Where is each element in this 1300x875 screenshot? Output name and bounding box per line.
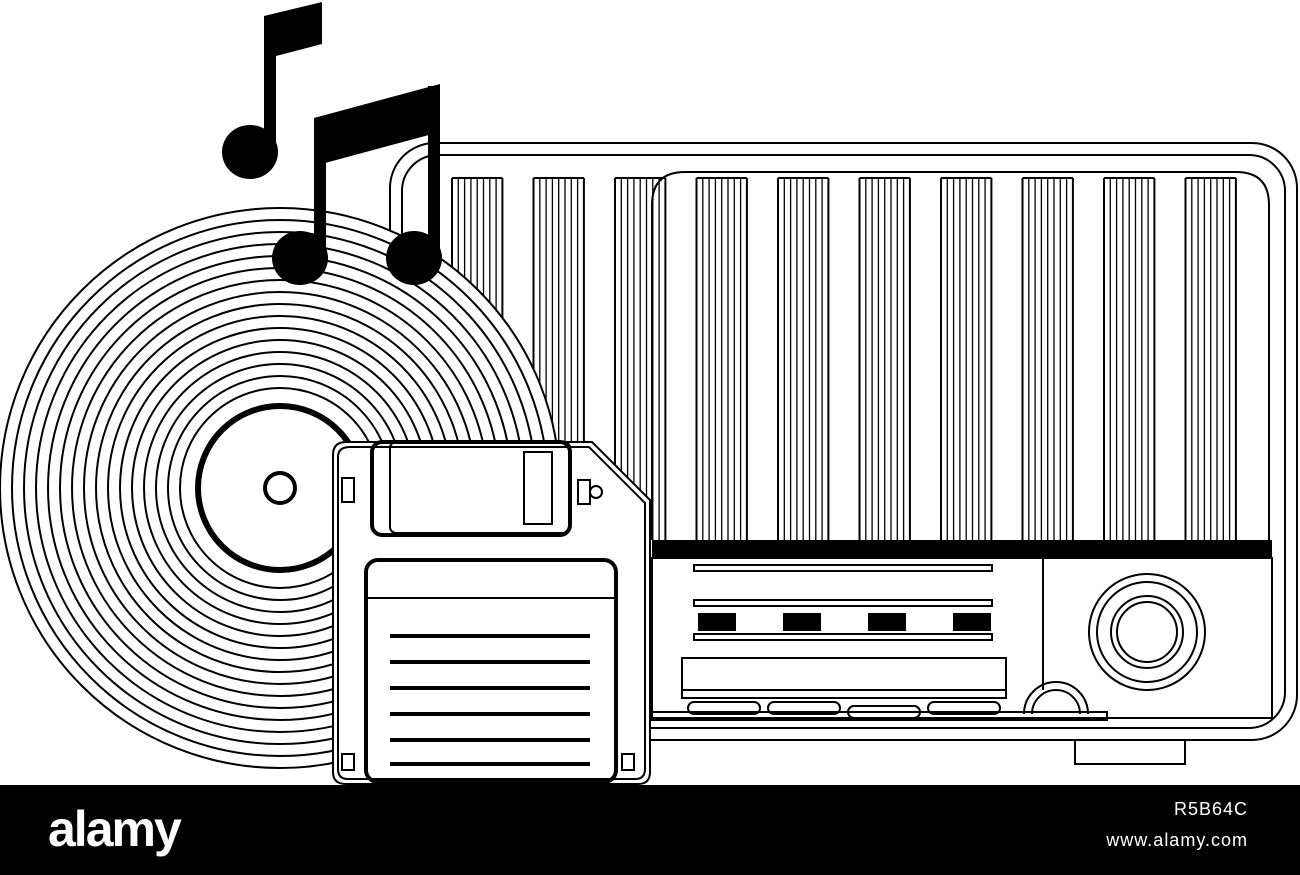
watermark-bar: alamy R5B64C www.alamy.com — [0, 785, 1300, 875]
floppy-corner-hole — [621, 753, 635, 771]
floppy-notch — [589, 485, 603, 499]
tuning-bar-1 — [693, 564, 993, 572]
radio-button — [687, 701, 761, 715]
record-spindle-hole — [263, 471, 297, 505]
tuning-bar-2 — [693, 599, 993, 607]
radio-button — [767, 701, 841, 715]
floppy-label — [364, 558, 618, 784]
floppy-inner-border — [337, 446, 646, 780]
preset-marker — [953, 613, 991, 631]
music-notes-icon — [222, 2, 442, 285]
preset-marker — [698, 613, 736, 631]
floppy-shutter-window — [523, 451, 553, 525]
floppy-corner-hole — [341, 753, 355, 771]
grill-column — [940, 177, 993, 540]
site-url: www.alamy.com — [1106, 830, 1248, 850]
control-panel — [651, 557, 1273, 719]
grill-column — [1184, 177, 1237, 540]
alamy-logo: alamy — [48, 801, 182, 857]
floppy-label-lines — [390, 634, 590, 766]
write-protect-tab — [341, 477, 355, 503]
preset-marker — [783, 613, 821, 631]
divider-band — [652, 540, 1272, 558]
display-slot-base — [681, 689, 1007, 699]
radio-foot — [1074, 737, 1186, 765]
grill-column — [777, 177, 830, 540]
floppy-shutter-inner — [389, 441, 571, 534]
preset-marker — [868, 613, 906, 631]
single-note-icon — [222, 2, 322, 179]
tuning-bar-3 — [693, 633, 993, 641]
grill-column — [1103, 177, 1156, 540]
grill-column — [695, 177, 748, 540]
grill-column — [1021, 177, 1074, 540]
volume-knob — [1088, 573, 1206, 691]
double-note-icon — [272, 84, 442, 285]
illustration-canvas — [0, 2, 1298, 785]
radio-button — [847, 705, 921, 719]
small-dial — [1023, 681, 1089, 715]
floppy-disk-icon — [332, 440, 651, 785]
image-id: R5B64C — [1173, 799, 1248, 819]
radio-button — [927, 701, 1001, 715]
speaker-frame — [651, 171, 1270, 540]
grill-column — [858, 177, 911, 540]
bottom-rail — [651, 711, 1108, 721]
